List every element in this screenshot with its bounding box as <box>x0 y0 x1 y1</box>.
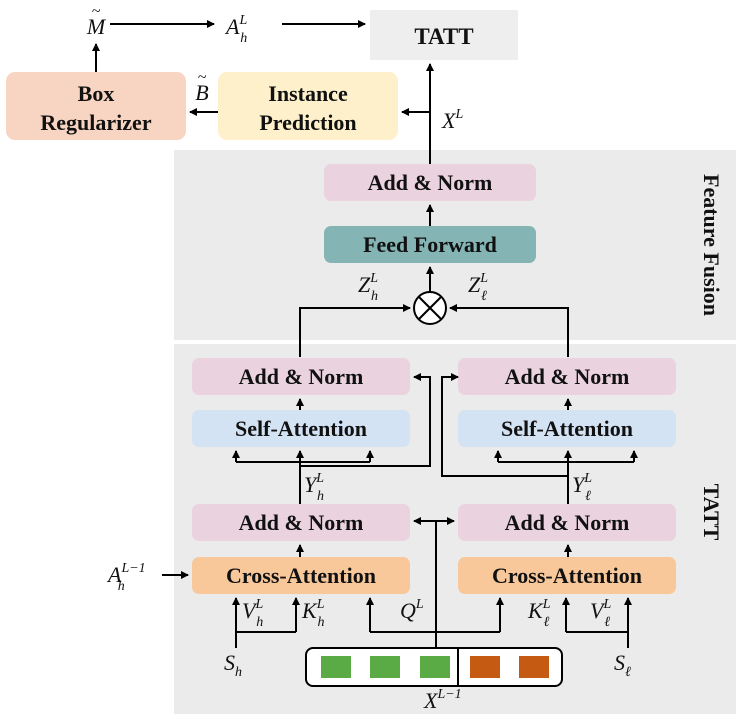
feature-fusion-section-label: Feature Fusion <box>699 174 724 316</box>
left-add-norm-top-label: Add & Norm <box>239 364 364 389</box>
right-self-attention-label: Self-Attention <box>501 416 633 441</box>
instance-prediction-box <box>218 72 398 140</box>
feed-forward-label: Feed Forward <box>363 232 497 257</box>
x-L-label: XL <box>441 107 463 133</box>
right-self-attention <box>458 410 676 447</box>
feed-forward-box <box>324 226 536 263</box>
left-add-norm-bottom-label: Add & Norm <box>239 510 364 535</box>
token-green-2 <box>370 656 400 678</box>
m-tilde-label: M <box>86 14 107 39</box>
x-input-label: XL−1 <box>423 687 462 713</box>
instance-prediction-label-1: Instance <box>268 81 348 106</box>
ff-add-norm-label: Add & Norm <box>368 170 493 195</box>
right-cross-attention-label: Cross-Attention <box>492 563 642 588</box>
right-cross-attention <box>458 557 676 594</box>
s-h-label: Sh <box>224 650 242 680</box>
b-tilde-mark: ~ <box>198 69 207 86</box>
tatt-output-label: TATT <box>414 24 473 49</box>
left-self-attention-label: Self-Attention <box>235 416 367 441</box>
token-green-3 <box>420 656 450 678</box>
box-regularizer-box <box>6 72 186 140</box>
m-tilde-mark: ~ <box>92 3 101 20</box>
left-add-norm-bottom <box>192 504 410 541</box>
residual-right-to-left <box>441 373 568 477</box>
token-orange-2 <box>519 656 549 678</box>
box-regularizer-label-2: Regularizer <box>40 110 151 135</box>
box-regularizer-label-1: Box <box>78 81 115 106</box>
token-orange-1 <box>470 656 500 678</box>
line-right-to-otimes <box>449 304 569 357</box>
line-left-to-otimes <box>299 304 411 357</box>
left-cross-attention-label: Cross-Attention <box>226 563 376 588</box>
instance-prediction-label-2: Prediction <box>259 110 356 135</box>
b-tilde-label: B <box>195 80 208 105</box>
tatt-section-label: TATT <box>699 484 724 541</box>
ff-add-norm-box <box>324 164 536 201</box>
left-add-norm-top <box>192 358 410 395</box>
q-label: QL <box>400 597 424 623</box>
right-add-norm-bottom-label: Add & Norm <box>505 510 630 535</box>
s-l-label: Sℓ <box>614 650 631 680</box>
right-add-norm-top-label: Add & Norm <box>505 364 630 389</box>
right-add-norm-top <box>458 358 676 395</box>
residual-left-to-right <box>300 373 431 467</box>
left-self-attention <box>192 410 410 447</box>
tatt-output-box <box>370 10 518 60</box>
right-add-norm-bottom <box>458 504 676 541</box>
left-cross-attention <box>192 557 410 594</box>
token-green-1 <box>321 656 351 678</box>
otimes-cross-2 <box>418 296 442 320</box>
